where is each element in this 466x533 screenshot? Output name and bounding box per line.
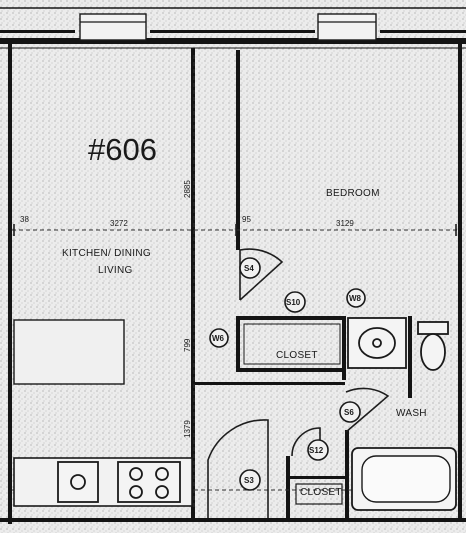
dim-hall-depth: 1379 — [183, 420, 192, 438]
closet-rod-upper — [243, 323, 341, 365]
label-wash: WASH — [396, 408, 427, 419]
tag-door-c: S6 — [339, 401, 361, 423]
dim-kitchen-width: 3272 — [110, 219, 128, 228]
interior-walls — [191, 48, 412, 518]
toilet-tank — [417, 321, 449, 335]
svg-text:S10: S10 — [286, 298, 301, 307]
tag-window-a: W6 — [209, 328, 229, 348]
svg-text:S12: S12 — [309, 446, 324, 455]
svg-text:S3: S3 — [244, 476, 254, 485]
dim-left-offset: 38 — [20, 215, 29, 224]
closet-rod-lower — [295, 483, 343, 505]
label-living: LIVING — [98, 265, 133, 276]
dim-kitchen-height: 2885 — [183, 180, 192, 198]
unit-number: #606 — [88, 132, 157, 167]
dim-bedroom-width: 3129 — [336, 219, 354, 228]
label-closet-upper: CLOSET — [276, 350, 318, 361]
tag-door-a: S4 — [239, 257, 261, 279]
label-bedroom: BEDROOM — [326, 188, 380, 199]
door-swings — [207, 248, 390, 518]
svg-text:W8: W8 — [349, 294, 362, 303]
tag-door-e: S12 — [307, 439, 329, 461]
bathroom-fixtures — [243, 317, 457, 511]
tag-window-b: W8 — [346, 288, 366, 308]
windows-top — [0, 7, 466, 49]
dim-partition: 95 — [242, 215, 251, 224]
label-closet-lower: CLOSET — [300, 487, 342, 498]
exterior-walls — [0, 30, 466, 524]
svg-text:W6: W6 — [212, 334, 225, 343]
tag-door-d: S3 — [239, 469, 261, 491]
svg-text:S4: S4 — [244, 264, 254, 273]
svg-text:S6: S6 — [344, 408, 354, 417]
toilet-bowl — [420, 333, 446, 371]
label-kitchen-dining: KITCHEN/ DINING — [62, 248, 151, 259]
dim-closet-depth: 799 — [183, 338, 192, 352]
kitchen-fixtures — [13, 319, 193, 507]
stove — [117, 461, 181, 503]
tag-door-b: S10 — [284, 291, 306, 313]
